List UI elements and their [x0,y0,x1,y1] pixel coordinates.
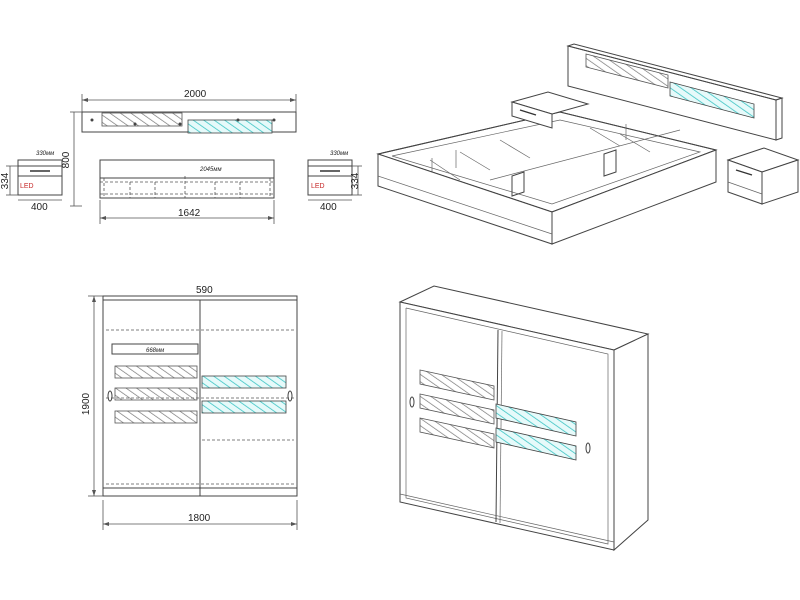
bed-inner-width-label: 1642 [178,208,201,219]
nightstand-left: 330мм LED 334 400 [0,151,63,213]
bed-inner-note: 2045мм [199,167,222,173]
wardrobe-top-label: 590 [196,285,213,296]
nightstand-right-width-label: 400 [320,202,337,213]
wardrobe-inner-note: 668мм [146,348,164,354]
nightstand-left-height-label: 334 [0,172,11,189]
nightstand-left-width-label: 400 [31,202,48,213]
wardrobe-width-label: 1800 [188,513,211,524]
bed-height-label: 800 [61,151,72,168]
nightstand-left-depth-note: 330мм [36,151,54,157]
nightstand-right-height-label: 334 [350,172,361,189]
nightstand-right-led-label: LED [311,183,325,190]
nightstand-right: 330мм LED 334 400 [307,151,362,213]
bed-front-elevation: 2000 800 2045мм 1642 [61,89,297,224]
nightstand-left-led-label: LED [20,183,34,190]
wardrobe-front-elevation: 590 668мм 1900 1 [81,285,298,530]
wardrobe-isometric [398,285,650,552]
bed-isometric [376,43,800,245]
bed-width-label: 2000 [184,89,207,100]
wardrobe-height-label: 1900 [81,392,92,415]
nightstand-right-depth-note: 330мм [330,151,348,157]
